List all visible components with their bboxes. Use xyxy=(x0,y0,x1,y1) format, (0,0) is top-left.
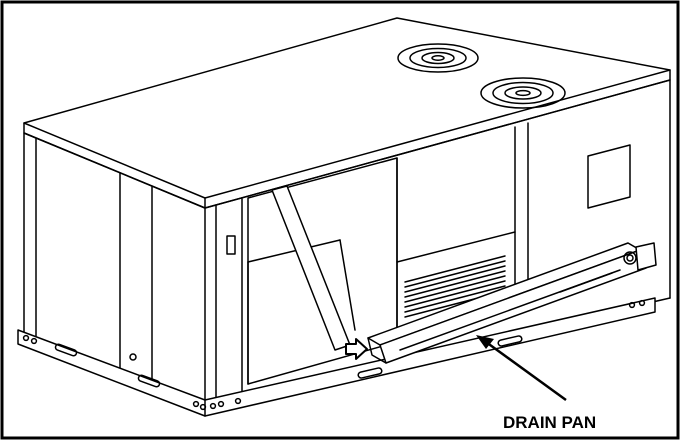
slide-direction-arrow-icon xyxy=(345,338,368,360)
drain-fitting-icon xyxy=(623,251,637,265)
condenser-fan-icon xyxy=(480,77,566,109)
base-rail-holes xyxy=(22,299,646,411)
callout-leader xyxy=(476,335,567,402)
condenser-fan-icon xyxy=(397,43,479,73)
louver-grille xyxy=(404,255,506,318)
rooftop-unit xyxy=(17,17,671,417)
access-window xyxy=(587,144,631,209)
leader-arrowhead-icon xyxy=(476,335,494,349)
drain-pan-label: DRAIN PAN xyxy=(503,413,596,432)
drain-pan xyxy=(367,242,657,364)
base-rail-slots xyxy=(54,335,523,388)
